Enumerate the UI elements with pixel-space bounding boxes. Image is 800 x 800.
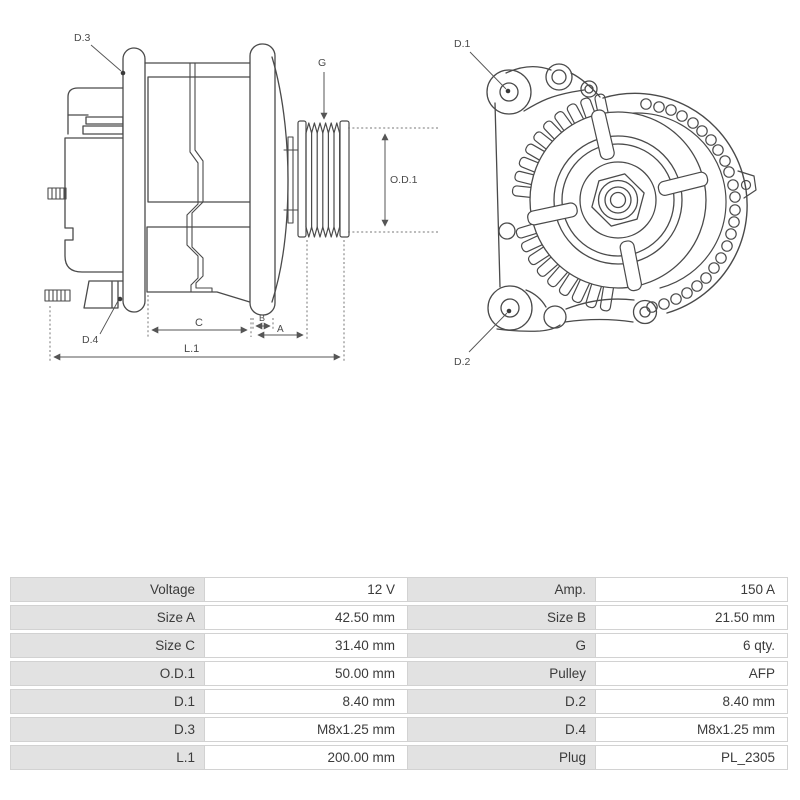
spec-value-cell: PL_2305 [595,745,788,770]
mounting-hole-d1 [499,82,519,102]
technical-drawing: D.3 D.4 G O.D.1 C B A L.1 [44,32,757,368]
terminal-stud [47,187,67,200]
spec-label-cell: D.4 [407,717,596,742]
shaft-nut [591,173,645,227]
spec-row: Size A 42.50 mm Size B 21.50 mm [10,605,791,630]
spec-label-cell: Size B [407,605,596,630]
rear-flange [122,47,146,313]
mounting-ear-bottom [487,285,533,331]
fan-spokes [527,109,709,292]
dim-label-c: C [195,317,203,329]
spec-label-cell: D.2 [407,689,596,714]
spec-label-cell: L.1 [10,745,205,770]
mounting-bracket [486,63,658,332]
front-view-dimensions [468,51,512,353]
spec-label-cell: D.1 [10,689,205,714]
stator-body [144,62,256,304]
side-view-labels: D.3 D.4 G O.D.1 C B A L.1 [74,32,418,355]
pulley [297,120,350,238]
lower-mounting-lug [83,280,124,309]
mounting-ear-top [486,69,532,115]
front-flange [249,43,276,316]
pulley-face [527,109,709,292]
dim-label-a: A [277,324,284,335]
spec-row: Size C 31.40 mm G 6 qty. [10,633,791,658]
spec-label-cell: D.3 [10,717,205,742]
spec-value-cell: 6 qty. [595,633,788,658]
spec-value-cell: 50.00 mm [204,661,408,686]
spec-label-cell: Plug [407,745,596,770]
dim-label-b: B [259,313,265,323]
hole-left-mid [498,222,516,240]
side-view-dimensions [49,44,438,362]
dim-label-d4: D.4 [82,334,99,346]
dim-label-d1: D.1 [454,38,471,50]
spec-value-cell: 21.50 mm [595,605,788,630]
shaft [283,136,299,224]
side-view-drawing [44,43,350,316]
boss-top [545,63,573,91]
dim-label-g: G [318,57,326,69]
front-view-drawing [486,63,757,332]
spec-value-cell: 8.40 mm [204,689,408,714]
spec-table: Voltage 12 V Amp. 150 A Size A 42.50 mm … [10,577,791,773]
hole-top-right [580,80,598,98]
spec-value-cell: 12 V [204,577,408,602]
spec-value-cell: 8.40 mm [595,689,788,714]
spec-label-cell: O.D.1 [10,661,205,686]
spec-row: Voltage 12 V Amp. 150 A [10,577,791,602]
spec-value-cell: 31.40 mm [204,633,408,658]
spec-row: D.1 8.40 mm D.2 8.40 mm [10,689,791,714]
mounting-stud [44,289,71,302]
boss-bottom-right [632,299,658,325]
dim-label-od1: O.D.1 [390,174,418,186]
rear-housing [64,87,124,273]
side-lug [737,170,757,199]
front-view-labels: D.1 D.2 [454,38,471,368]
spec-row: L.1 200.00 mm Plug PL_2305 [10,745,791,770]
spec-label-cell: Size A [10,605,205,630]
dim-label-d2: D.2 [454,356,471,368]
spec-row: O.D.1 50.00 mm Pulley AFP [10,661,791,686]
boss-bottom [543,305,567,329]
spec-label-cell: G [407,633,596,658]
housing-edge [602,92,757,314]
spec-row: D.3 M8x1.25 mm D.4 M8x1.25 mm [10,717,791,742]
spec-label-cell: Amp. [407,577,596,602]
spec-value-cell: M8x1.25 mm [595,717,788,742]
spec-value-cell: AFP [595,661,788,686]
dim-label-d3: D.3 [74,32,91,44]
spec-value-cell: 42.50 mm [204,605,408,630]
spec-label-cell: Voltage [10,577,205,602]
mounting-hole-d2 [500,298,520,318]
spec-value-cell: M8x1.25 mm [204,717,408,742]
dim-label-l1: L.1 [184,343,199,355]
spec-value-cell: 150 A [595,577,788,602]
spec-label-cell: Pulley [407,661,596,686]
spec-value-cell: 200.00 mm [204,745,408,770]
spec-label-cell: Size C [10,633,205,658]
